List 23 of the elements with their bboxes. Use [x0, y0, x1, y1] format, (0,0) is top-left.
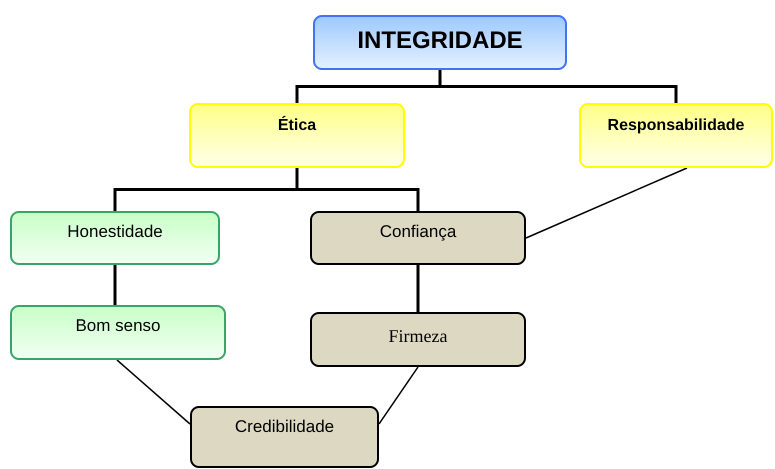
connector-line [114, 265, 116, 305]
node-label: INTEGRIDADE [356, 27, 524, 55]
connector-line [378, 366, 419, 424]
node-label: Confiança [378, 222, 458, 242]
value-box [10, 305, 226, 360]
category-box [579, 103, 773, 168]
value-box [310, 312, 526, 367]
connector-line [296, 168, 420, 211]
node-label: Ética [276, 117, 318, 135]
value-box [310, 211, 526, 265]
node-label: Firmeza [388, 326, 448, 347]
title-box [313, 15, 567, 70]
value-box [10, 211, 220, 265]
connector-line [116, 359, 190, 425]
node-label: Honestidade [66, 222, 164, 242]
connector-line [438, 70, 678, 103]
node-label: Responsabilidade [606, 117, 746, 135]
category-box [189, 103, 405, 168]
connector-line [526, 167, 688, 239]
node-label: Bom senso [74, 316, 162, 336]
connector-line [416, 265, 420, 312]
value-box [190, 406, 379, 468]
node-label: Credibilidade [234, 417, 336, 437]
